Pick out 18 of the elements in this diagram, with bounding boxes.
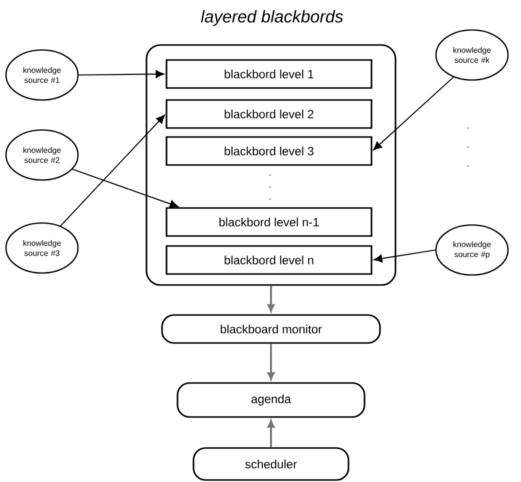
level-box: blackbord level 1 xyxy=(166,59,372,89)
level-box: blackbord level 3 xyxy=(166,136,372,166)
arrow xyxy=(78,70,164,78)
arrow xyxy=(60,114,165,226)
process-box: blackboard monitor xyxy=(161,314,381,344)
arrow xyxy=(267,286,275,312)
arrow xyxy=(72,168,178,208)
arrow xyxy=(267,420,275,448)
arrow xyxy=(374,249,436,262)
layered-blackboard-frame xyxy=(146,44,396,286)
level-box: blackbord level 2 xyxy=(166,99,372,129)
process-box: agenda xyxy=(176,382,366,418)
arrow xyxy=(267,344,275,380)
level-box: blackbord level n xyxy=(166,245,372,275)
arrow xyxy=(373,76,454,150)
process-box: scheduler xyxy=(192,447,350,481)
level-box: blackbord level n-1 xyxy=(166,207,372,237)
title: layered blackbords xyxy=(200,10,343,26)
